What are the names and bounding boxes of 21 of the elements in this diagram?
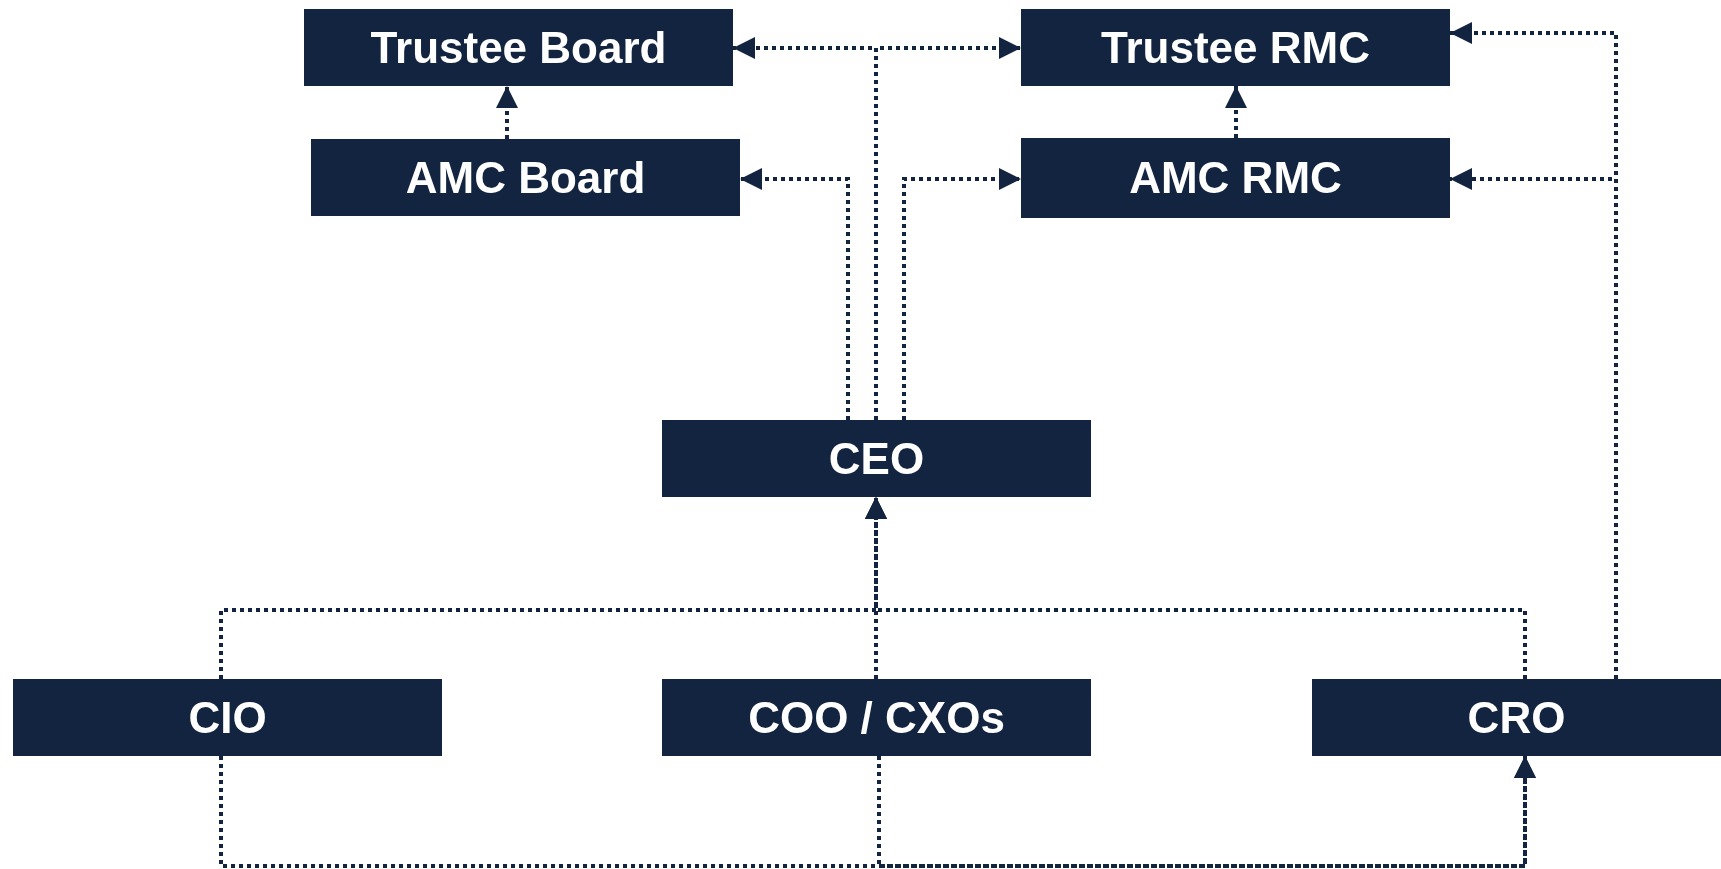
role-box xyxy=(1312,679,1721,756)
role-box xyxy=(13,679,442,756)
role-label: CIO xyxy=(188,692,267,743)
dotted-arrow xyxy=(877,756,1536,868)
role-label: AMC Board xyxy=(405,152,646,203)
role-label: Trustee Board xyxy=(370,22,667,73)
role-label: Trustee RMC xyxy=(1101,22,1370,73)
role-label: CRO xyxy=(1467,692,1566,743)
role-box xyxy=(311,139,740,216)
dotted-arrow xyxy=(1225,86,1247,138)
role-label: CEO xyxy=(828,433,925,484)
role-box xyxy=(1021,9,1450,86)
role-label: COO / CXOs xyxy=(748,692,1005,743)
dotted-arrow xyxy=(740,168,850,420)
role-box xyxy=(304,9,733,86)
dotted-arrow xyxy=(902,168,1021,420)
dotted-arrow xyxy=(496,86,518,139)
role-box xyxy=(662,420,1091,497)
role-box xyxy=(1021,138,1450,218)
role-label: AMC RMC xyxy=(1129,153,1342,203)
role-box xyxy=(662,679,1091,756)
